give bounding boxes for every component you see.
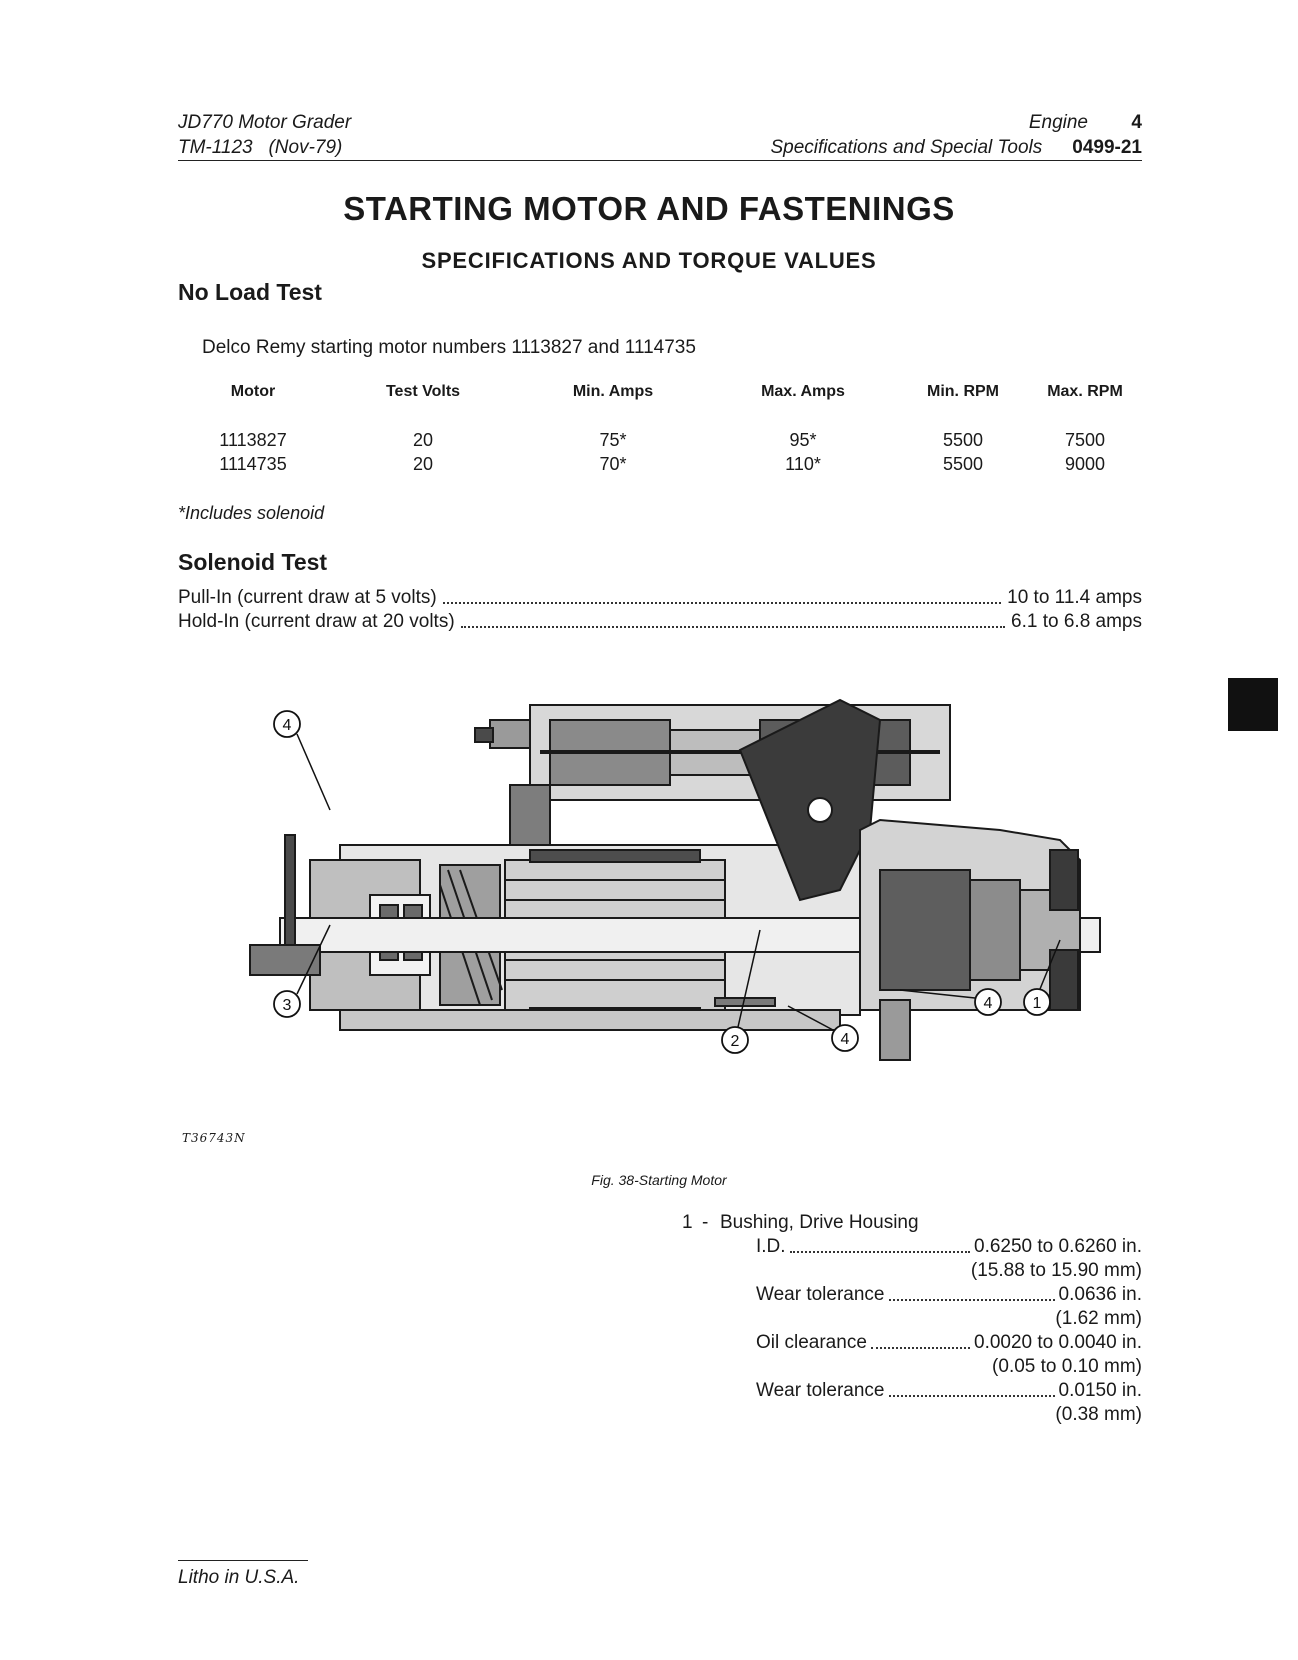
spec-label: Wear tolerance — [756, 1284, 885, 1305]
dot-leader — [870, 1331, 971, 1349]
dot-leader — [888, 1379, 1055, 1397]
spec-value: 6.1 to 6.8 amps — [1011, 611, 1142, 632]
spec-item-number: 1 — [682, 1212, 693, 1233]
table-row: 1114735 20 70* 110* 5500 9000 — [178, 451, 1142, 475]
callout-label: 4 — [841, 1031, 850, 1048]
spec-line: Wear tolerance 0.0636 in. — [756, 1283, 1142, 1307]
page-code: 0499-21 — [1072, 137, 1142, 158]
table-cell: 9000 — [1064, 454, 1106, 474]
spec-metric: (0.38 mm) — [1055, 1404, 1142, 1425]
dot-leader — [888, 1283, 1055, 1301]
no-load-intro: Delco Remy starting motor numbers 111382… — [202, 337, 696, 358]
table-cell: 20 — [412, 430, 434, 450]
column-header: Max. Amps — [761, 383, 845, 400]
table-header-row: Motor Test Volts Min. Amps Max. Amps Min… — [178, 383, 1142, 427]
spec-line: Wear tolerance 0.0150 in. — [756, 1379, 1142, 1403]
table-cell: 1113827 — [219, 430, 287, 450]
spec-metric: (0.05 to 0.10 mm) — [992, 1356, 1142, 1377]
spec-metric: (15.88 to 15.90 mm) — [970, 1260, 1142, 1281]
dot-leader — [789, 1235, 971, 1253]
spec-value: 0.0636 in. — [1058, 1284, 1142, 1305]
spec-item-title: 1 - Bushing, Drive Housing — [682, 1211, 1142, 1235]
table-footnote: *Includes solenoid — [178, 503, 325, 523]
subsection-name: Specifications and Special Tools — [770, 137, 1043, 158]
table-cell: 20 — [412, 454, 434, 474]
spec-label: Oil clearance — [756, 1332, 867, 1353]
figure-code: T36743N — [182, 1131, 246, 1145]
dot-leader — [442, 586, 1002, 604]
table-cell: 70* — [599, 454, 627, 474]
figure-caption: Fig. 38-Starting Motor — [591, 1172, 727, 1188]
column-header: Motor — [230, 383, 276, 400]
column-header: Max. RPM — [1047, 383, 1123, 400]
callout-label: 4 — [984, 995, 993, 1012]
solenoid-hold-in: Hold-In (current draw at 20 volts) 6.1 t… — [178, 610, 1142, 634]
solenoid-pull-in: Pull-In (current draw at 5 volts) 10 to … — [178, 586, 1142, 610]
section-number: 4 — [1131, 112, 1142, 133]
dot-leader — [460, 610, 1006, 628]
spec-value: 0.0020 to 0.0040 in. — [974, 1332, 1142, 1353]
table-cell: 5500 — [942, 454, 984, 474]
spec-value: 10 to 11.4 amps — [1007, 587, 1142, 608]
table-cell: 5500 — [942, 430, 984, 450]
starting-motor-illustration: 4 3 2 4 4 1 — [249, 698, 1101, 1061]
table-cell: 75* — [599, 430, 627, 450]
spec-item-name: Bushing, Drive Housing — [720, 1212, 919, 1233]
spec-list: 1 - Bushing, Drive Housing I.D. 0.6250 t… — [682, 1211, 1142, 1427]
callout-label: 4 — [283, 717, 292, 734]
manual-number: TM-1123 (Nov-79) — [178, 137, 343, 158]
spec-label: I.D. — [756, 1236, 786, 1257]
solenoid-heading: Solenoid Test — [178, 549, 328, 575]
table-cell: 7500 — [1064, 430, 1106, 450]
callout-label: 1 — [1033, 995, 1042, 1012]
model-name: JD770 Motor Grader — [178, 112, 352, 133]
spec-label: Hold-In (current draw at 20 volts) — [178, 611, 455, 632]
spec-value: 0.6250 to 0.6260 in. — [974, 1236, 1142, 1257]
header-right: Engine 4 Specifications and Special Tool… — [770, 110, 1142, 160]
callout-label: 3 — [283, 997, 292, 1014]
header-left: JD770 Motor Grader TM-1123 (Nov-79) — [178, 110, 351, 160]
section-name: Engine — [1028, 112, 1088, 133]
spec-dash: - — [702, 1212, 709, 1233]
no-load-heading: No Load Test — [178, 279, 322, 305]
table-cell: 1114735 — [219, 454, 287, 474]
table-cell: 110* — [785, 454, 821, 474]
spec-value: 0.0150 in. — [1058, 1380, 1142, 1401]
no-load-table: Motor Test Volts Min. Amps Max. Amps Min… — [178, 383, 1142, 475]
section-tab-marker — [1228, 678, 1278, 731]
spec-lines: I.D. 0.6250 to 0.6260 in. (15.88 to 15.9… — [716, 1235, 1142, 1427]
spec-metric: (1.62 mm) — [1055, 1308, 1142, 1329]
table-row: 1113827 20 75* 95* 5500 7500 — [178, 427, 1142, 451]
column-header: Test Volts — [385, 383, 461, 400]
callout-label: 2 — [731, 1033, 740, 1050]
litho-footer: Litho in U.S.A. — [178, 1567, 300, 1588]
footer-rule — [178, 1560, 308, 1561]
header-rule — [178, 160, 1142, 161]
table-cell: 95* — [789, 430, 817, 450]
page-subtitle: SPECIFICATIONS AND TORQUE VALUES — [421, 248, 877, 273]
spec-label: Wear tolerance — [756, 1380, 885, 1401]
spec-label: Pull-In (current draw at 5 volts) — [178, 587, 437, 608]
spec-line: I.D. 0.6250 to 0.6260 in. — [756, 1235, 1142, 1259]
spec-line: Oil clearance 0.0020 to 0.0040 in. — [756, 1331, 1142, 1355]
column-header: Min. RPM — [927, 383, 999, 400]
column-header: Min. Amps — [572, 383, 654, 400]
page-title: STARTING MOTOR AND FASTENINGS — [343, 190, 955, 227]
